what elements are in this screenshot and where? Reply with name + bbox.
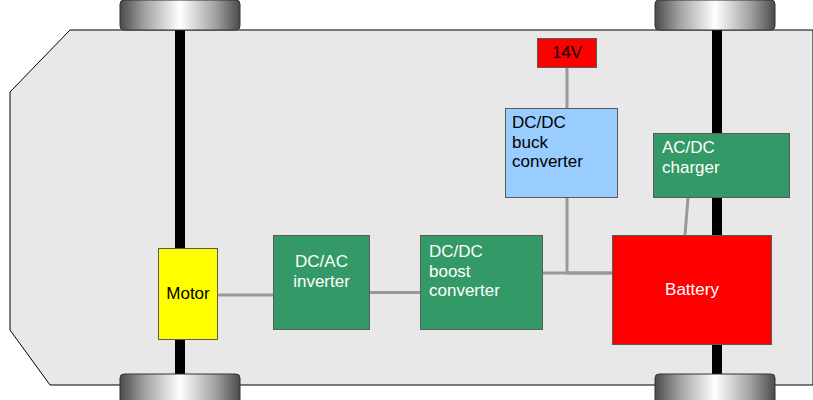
node-label: DC/DC buck converter bbox=[512, 113, 602, 172]
connector-wire bbox=[566, 68, 569, 108]
battery-box: Battery bbox=[612, 235, 772, 345]
voltage-box: 14V bbox=[537, 38, 597, 68]
inverter-box: DC/AC inverter bbox=[273, 235, 370, 330]
node-label: 14V bbox=[552, 43, 582, 63]
node-label: AC/DC charger bbox=[662, 138, 752, 177]
wheel bbox=[120, 0, 240, 30]
converter-box: DC/DC boost converter bbox=[420, 235, 543, 330]
charger-box: AC/DC charger bbox=[653, 133, 790, 198]
node-label: DC/DC boost converter bbox=[429, 242, 524, 301]
node-label: Battery bbox=[665, 280, 719, 300]
node-label: DC/AC inverter bbox=[282, 252, 362, 291]
connector-wire bbox=[567, 198, 612, 273]
connector-wire bbox=[218, 294, 273, 297]
wheel bbox=[120, 374, 240, 400]
wheel bbox=[655, 0, 775, 30]
node-label: Motor bbox=[166, 284, 209, 304]
connector-wire bbox=[685, 198, 688, 235]
car-body bbox=[10, 30, 813, 385]
connector-wire bbox=[370, 291, 420, 294]
wheel bbox=[655, 374, 775, 400]
motor-box: Motor bbox=[158, 248, 218, 340]
converter-box: DC/DC buck converter bbox=[505, 108, 618, 198]
